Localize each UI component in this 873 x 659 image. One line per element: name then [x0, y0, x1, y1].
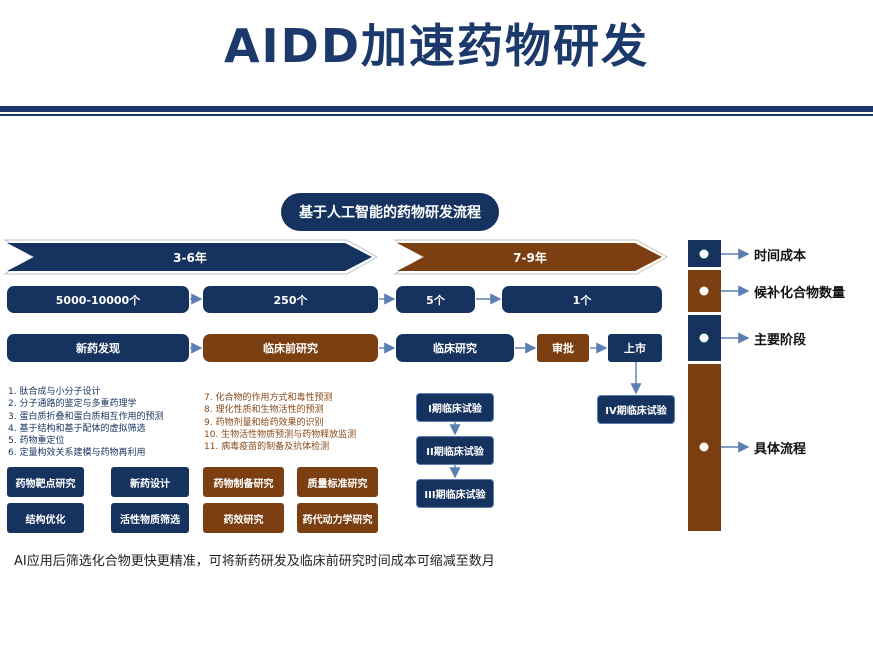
preclinical-task: 7. 化合物的作用方式和毒性预测: [204, 393, 333, 403]
discovery-detail-box: 新药设计: [111, 467, 189, 497]
footer-note: AI应用后筛选化合物更快更精准，可将新药研发及临床前研究时间成本可缩减至数月: [14, 554, 495, 569]
stage-box-market: 上市: [608, 334, 662, 362]
title-divider: [0, 106, 873, 112]
preclinical-task: 9. 药物剂量和给药效果的识别: [204, 417, 324, 428]
stage-box-approval: 审批: [537, 334, 589, 362]
preclinical-task: 10. 生物活性物质预测与药物释放监测: [204, 429, 357, 440]
count-box-discovery: 5000-10000个: [7, 286, 189, 313]
preclinical-task: 11. 病毒疫苗的制备及抗体检测: [204, 442, 330, 453]
count-box-clinical: 5个: [396, 286, 475, 313]
discovery-detail-box: 活性物质筛选: [111, 503, 189, 533]
count-box-preclinical: 250个: [203, 286, 378, 313]
preclinical-task: 8. 理化性质和生物活性的预测: [204, 405, 324, 416]
preclinical-detail-box: 质量标准研究: [297, 467, 378, 497]
preclinical-detail-box: 药效研究: [203, 503, 284, 533]
process-title: 基于人工智能的药物研发流程: [281, 193, 499, 231]
discovery-task: 6. 定量构效关系建模与药物再利用: [8, 448, 146, 459]
discovery-task: 2. 分子通路的鉴定与多重药理学: [8, 399, 137, 410]
discovery-detail-box: 药物靶点研究: [7, 467, 84, 497]
discovery-task: 5. 药物重定位: [8, 436, 65, 447]
legend-dot-icon: [699, 442, 709, 452]
legend-label-detail-process: 具体流程: [754, 442, 807, 457]
stage-box-discovery: 新药发现: [7, 334, 189, 362]
stage-box-preclinical: 临床前研究: [203, 334, 378, 362]
market-trial-box: IV期临床试验: [597, 395, 675, 424]
discovery-task: 3. 蛋白质折叠和蛋白质相互作用的预测: [8, 411, 164, 422]
legend-dot-icon: [699, 286, 709, 296]
discovery-task-list: 1. 肽合成与小分子设计 2. 分子通路的鉴定与多重药理学 3. 蛋白质折叠和蛋…: [8, 386, 163, 460]
preclinical-task-list: 7. 化合物的作用方式和毒性预测 8. 理化性质和生物活性的预测 9. 药物剂量…: [204, 392, 356, 453]
page-title: AIDD加速药物研发: [223, 19, 650, 73]
clinical-trial-box: II期临床试验: [416, 436, 494, 465]
clinical-trial-box: I期临床试验: [416, 393, 494, 422]
preclinical-detail-box: 药物制备研究: [203, 467, 284, 497]
legend-label-time-cost: 时间成本: [754, 249, 807, 264]
clinical-trial-box: III期临床试验: [416, 479, 494, 508]
discovery-detail-box: 结构优化: [7, 503, 84, 533]
legend-dot-icon: [699, 249, 709, 259]
phase-label-clinical: 7-9年: [513, 250, 547, 265]
legend-label-compound-count: 候补化合物数量: [754, 286, 846, 301]
phase-label-discovery: 3-6年: [173, 250, 207, 265]
discovery-task: 1. 肽合成与小分子设计: [8, 387, 101, 397]
stage-box-clinical: 临床研究: [396, 334, 514, 362]
discovery-task: 4. 基于结构和基于配体的虚拟筛选: [8, 423, 146, 434]
count-box-approval: 1个: [502, 286, 662, 313]
title-divider-thin: [0, 114, 873, 116]
preclinical-detail-box: 药代动力学研究: [297, 503, 378, 533]
legend-label-main-stage: 主要阶段: [754, 333, 807, 348]
legend-dot-icon: [699, 333, 709, 343]
